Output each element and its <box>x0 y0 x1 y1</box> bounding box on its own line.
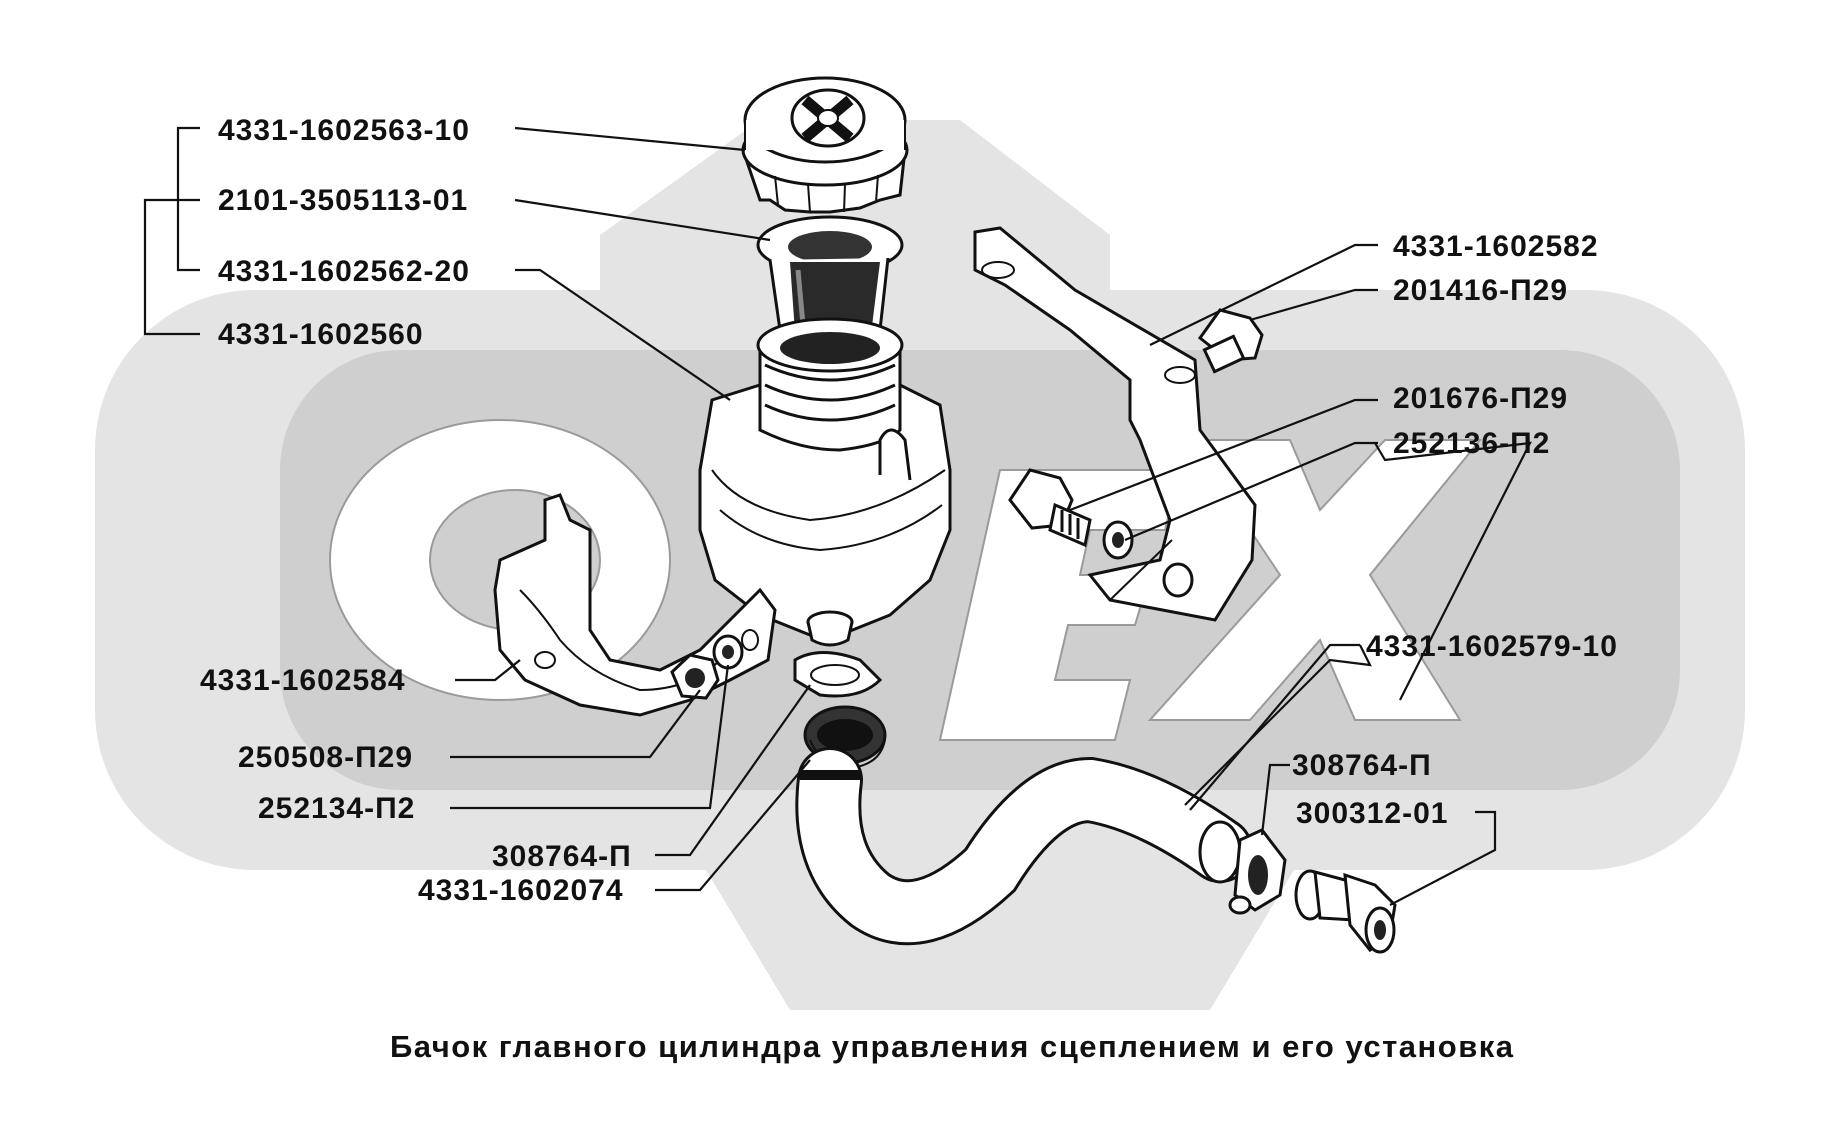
reservoir-body <box>698 317 952 647</box>
label-fitting-left: 4331-1602074 <box>418 874 624 907</box>
label-bolt-lower: 250508-П29 <box>238 741 413 774</box>
label-bracket-upper: 4331-1602582 <box>1393 230 1599 263</box>
label-reservoir-assembly: 4331-1602560 <box>218 318 424 351</box>
label-fitting-right: 300312-01 <box>1296 797 1448 830</box>
bolt-mid <box>1008 468 1092 548</box>
label-clamp-strap: 4331-1602584 <box>200 664 406 697</box>
label-clamp-left: 308764-П <box>492 840 632 873</box>
label-clamp-right: 308764-П <box>1292 749 1432 782</box>
washer-mid <box>1102 520 1134 560</box>
watermark-letter-e <box>938 469 1182 741</box>
label-washer-lower: 252134-П2 <box>258 792 415 825</box>
cap-cross-icon <box>801 95 854 143</box>
mounting-bracket-upper <box>973 226 1257 622</box>
reservoir-cap <box>740 76 909 214</box>
label-filter: 4331-1602562-20 <box>218 255 470 288</box>
label-cap: 4331-1602563-10 <box>218 114 470 147</box>
bolt-lower <box>670 653 720 700</box>
label-gasket-cap: 2101-3505113-01 <box>218 184 468 217</box>
bolt-upper <box>1197 308 1264 374</box>
label-bolt-mid: 201676-П29 <box>1393 382 1568 415</box>
part-labels: 4331-1602563-10 2101-3505113-01 4331-160… <box>200 114 1618 907</box>
washer-lower <box>712 634 744 670</box>
leader-lines <box>143 126 1532 906</box>
label-washer-mid: 252136-П2 <box>1393 427 1550 460</box>
hose <box>795 747 1253 946</box>
outlet-fitting-right <box>1294 869 1397 954</box>
hose-clamp-right <box>1228 828 1287 915</box>
watermark-letter-x <box>1147 439 1483 721</box>
hose-clamp-left <box>793 651 883 698</box>
label-hose: 4331-1602579-10 <box>1366 630 1618 663</box>
label-bolt-upper: 201416-П29 <box>1393 274 1568 307</box>
diagram-caption: Бачок главного цилиндра управления сцепл… <box>390 1029 1515 1064</box>
